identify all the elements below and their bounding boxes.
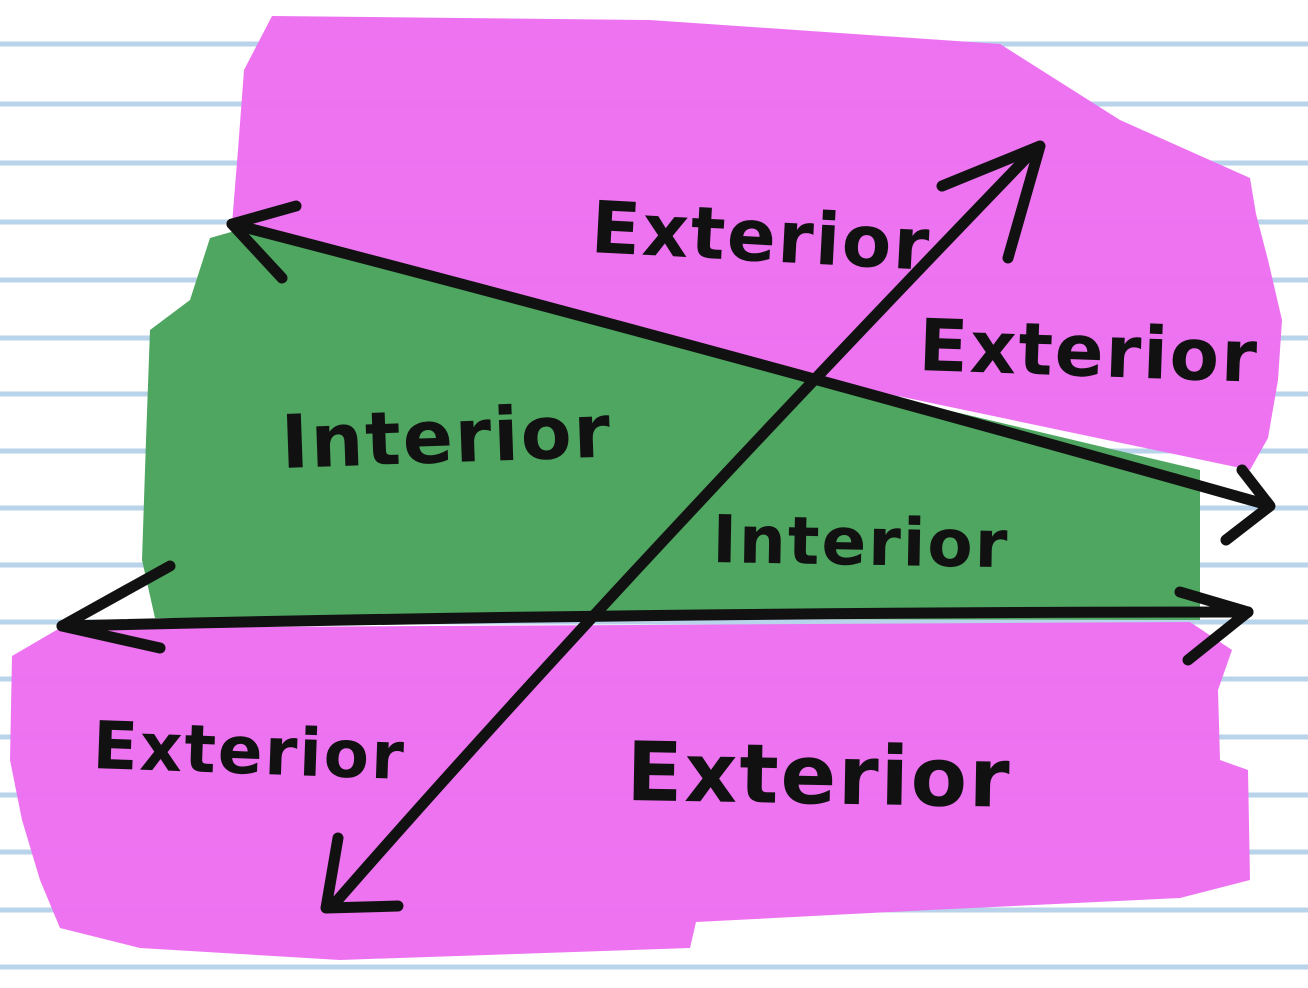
lower-line-right-arrowhead bbox=[1174, 586, 1254, 666]
upper-line-left-arrowhead bbox=[226, 200, 302, 284]
exterior-region-upper bbox=[232, 16, 1282, 470]
transversal-top-arrowhead bbox=[936, 140, 1046, 264]
label-interior-right: Interior bbox=[712, 501, 1010, 583]
transversal-line bbox=[330, 144, 1040, 908]
lower-line bbox=[56, 606, 1254, 632]
interior-region bbox=[142, 230, 1200, 620]
label-exterior-bottom-left: Exterior bbox=[91, 707, 407, 795]
lower-line-left-arrowhead bbox=[56, 560, 176, 654]
label-exterior-top: Exterior bbox=[589, 185, 933, 287]
transversal-bottom-arrowhead bbox=[320, 832, 404, 914]
label-exterior-right: Exterior bbox=[917, 303, 1260, 399]
ink-lines bbox=[56, 140, 1276, 914]
upper-line bbox=[226, 218, 1274, 511]
label-interior-left: Interior bbox=[280, 388, 614, 485]
upper-line-right-arrowhead bbox=[1220, 464, 1276, 546]
exterior-region-lower bbox=[10, 622, 1250, 960]
label-exterior-bottom-right: Exterior bbox=[626, 725, 1013, 827]
